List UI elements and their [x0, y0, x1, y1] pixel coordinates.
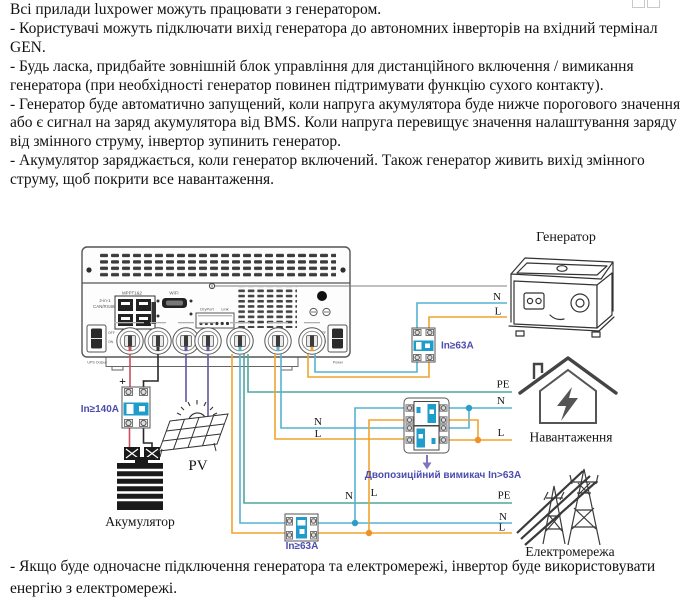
intro-paragraph: - Акумулятор заряджається, коли генерато…	[10, 152, 645, 189]
screw-icon	[86, 267, 92, 273]
load-pe-label: PE	[497, 379, 510, 391]
inverter-unit: 2-in-1 CAN/RS485 MPPT1&2 WIFI DryPort Li…	[81, 246, 507, 371]
battery-negative-wire	[142, 354, 159, 447]
gen-n-label: N	[493, 291, 501, 303]
intro-text-block: Всі прилади luxpower можуть працювати з …	[10, 1, 688, 190]
generator-illustration	[508, 257, 615, 338]
grid-n-label: N	[499, 511, 507, 523]
load-n-label: N	[497, 395, 505, 407]
grid-breaker[interactable]: In≥63A	[284, 513, 319, 552]
round-button[interactable]	[317, 291, 327, 301]
generator-label: Генератор	[536, 230, 596, 245]
load-l-label: L	[498, 427, 505, 439]
riser-n-label: N	[345, 490, 353, 502]
battery-connector[interactable]	[144, 327, 172, 355]
grid-group: PE N L Електромережа	[498, 468, 615, 559]
led-indicator	[189, 299, 193, 303]
cropped-corner-box	[632, 0, 645, 8]
screw-icon	[340, 267, 346, 273]
dryport-label: DryPort	[200, 307, 214, 312]
transfer-switch[interactable]: Двопозиційний вимикач In>63A	[365, 397, 521, 481]
battery-breaker[interactable]: + − In≥140A	[81, 374, 151, 429]
battery-positive-wire	[128, 354, 131, 447]
svg-text:OFF: OFF	[108, 331, 115, 335]
svg-text:ON: ON	[108, 340, 114, 344]
footer-text-block: - Якщо буде одночасне підключення генера…	[10, 556, 688, 599]
junction-dots	[351, 404, 482, 537]
grid-label: Електромережа	[525, 544, 614, 559]
gen-input-connector[interactable]	[298, 327, 326, 355]
wifi-label: WIFI	[169, 291, 178, 296]
vent-grille	[237, 287, 297, 328]
switch-terminals	[405, 404, 448, 444]
load-n-wire	[445, 407, 512, 429]
pv-label: PV	[188, 458, 207, 474]
intro-paragraph: - Користувачі можуть підключати вихід ге…	[10, 19, 658, 56]
intro-paragraph: - Будь ласка, придбайте зовнішній блок у…	[10, 57, 634, 94]
connector-micro-labels	[114, 322, 320, 324]
cropped-corner-box	[647, 0, 660, 8]
pv-array: PV	[158, 400, 229, 474]
ups-output-switch[interactable]: OFF ON UPS Output	[86, 324, 115, 365]
grid-l-label: L	[499, 522, 506, 534]
battery-label: Акумулятор	[105, 514, 175, 529]
svg-text:Power: Power	[333, 361, 344, 365]
wiring	[128, 302, 512, 534]
grid-riser-l-wire	[368, 419, 404, 533]
grid-breaker-label: In≥63A	[286, 541, 319, 552]
generator-l-wire	[307, 316, 507, 378]
footer-paragraph: - Якщо буде одночасне підключення генера…	[10, 558, 656, 597]
inverter-model-label: 2-in-1	[99, 298, 111, 303]
vent-grille	[97, 252, 336, 279]
grid-pe-label: PE	[498, 490, 511, 502]
pv-connector[interactable]	[194, 327, 222, 355]
gen-breaker-label: In≥63A	[441, 341, 474, 352]
ac-input-connector[interactable]	[226, 327, 254, 355]
battery-connector[interactable]	[116, 327, 144, 355]
inverter-comm-label: CAN/RS485	[93, 304, 117, 309]
arrow-icon	[422, 462, 432, 470]
out-l-label: L	[315, 428, 322, 440]
gen-l-label: L	[495, 306, 502, 318]
load-l-wire	[445, 419, 512, 441]
house-icon	[518, 356, 618, 424]
riser-l-label: L	[371, 487, 378, 499]
led-indicator	[156, 314, 160, 318]
generator-group: Генератор N L	[493, 230, 615, 338]
ac-output-connector[interactable]	[264, 327, 292, 355]
grid-n-wire	[239, 354, 512, 524]
grid-l-wire	[231, 354, 512, 534]
intro-paragraph: - Генератор буде автоматично запущений, …	[10, 95, 681, 151]
link-label: Link	[221, 307, 228, 312]
pv-connector[interactable]	[172, 327, 200, 355]
pe-wire-grid	[243, 354, 512, 504]
generator-breaker[interactable]: In≥63A	[411, 327, 474, 363]
inverter-out-n-wire	[280, 354, 404, 429]
minus-label: −	[142, 374, 149, 388]
side-connector[interactable]	[151, 302, 157, 324]
battery-breaker-label: In≥140A	[81, 404, 119, 415]
svg-text:UPS Output: UPS Output	[87, 361, 106, 365]
wiring-diagram: 2-in-1 CAN/RS485 MPPT1&2 WIFI DryPort Li…	[81, 230, 618, 559]
inverter-bracket	[105, 356, 299, 367]
pe-wire-load	[247, 354, 512, 393]
load-group: PE N L Навантаження	[497, 356, 618, 445]
inverter-out-l-wire	[274, 354, 404, 440]
grid-riser-n-wire	[354, 407, 404, 523]
pv-panel	[158, 413, 229, 458]
plus-label: +	[119, 374, 126, 388]
led-indicator	[156, 299, 160, 303]
intro-paragraph: Всі прилади luxpower можуть працювати з …	[10, 1, 382, 18]
load-label: Навантаження	[529, 430, 612, 445]
transfer-switch-label: Двопозиційний вимикач In>63A	[365, 470, 521, 481]
generator-n-wire	[314, 302, 507, 373]
battery: Акумулятор	[105, 447, 175, 529]
led-indicator	[189, 312, 193, 316]
mppt-label: MPPT1&2	[122, 291, 143, 296]
out-n-label: N	[314, 416, 322, 428]
power-towers-icon	[516, 468, 601, 546]
